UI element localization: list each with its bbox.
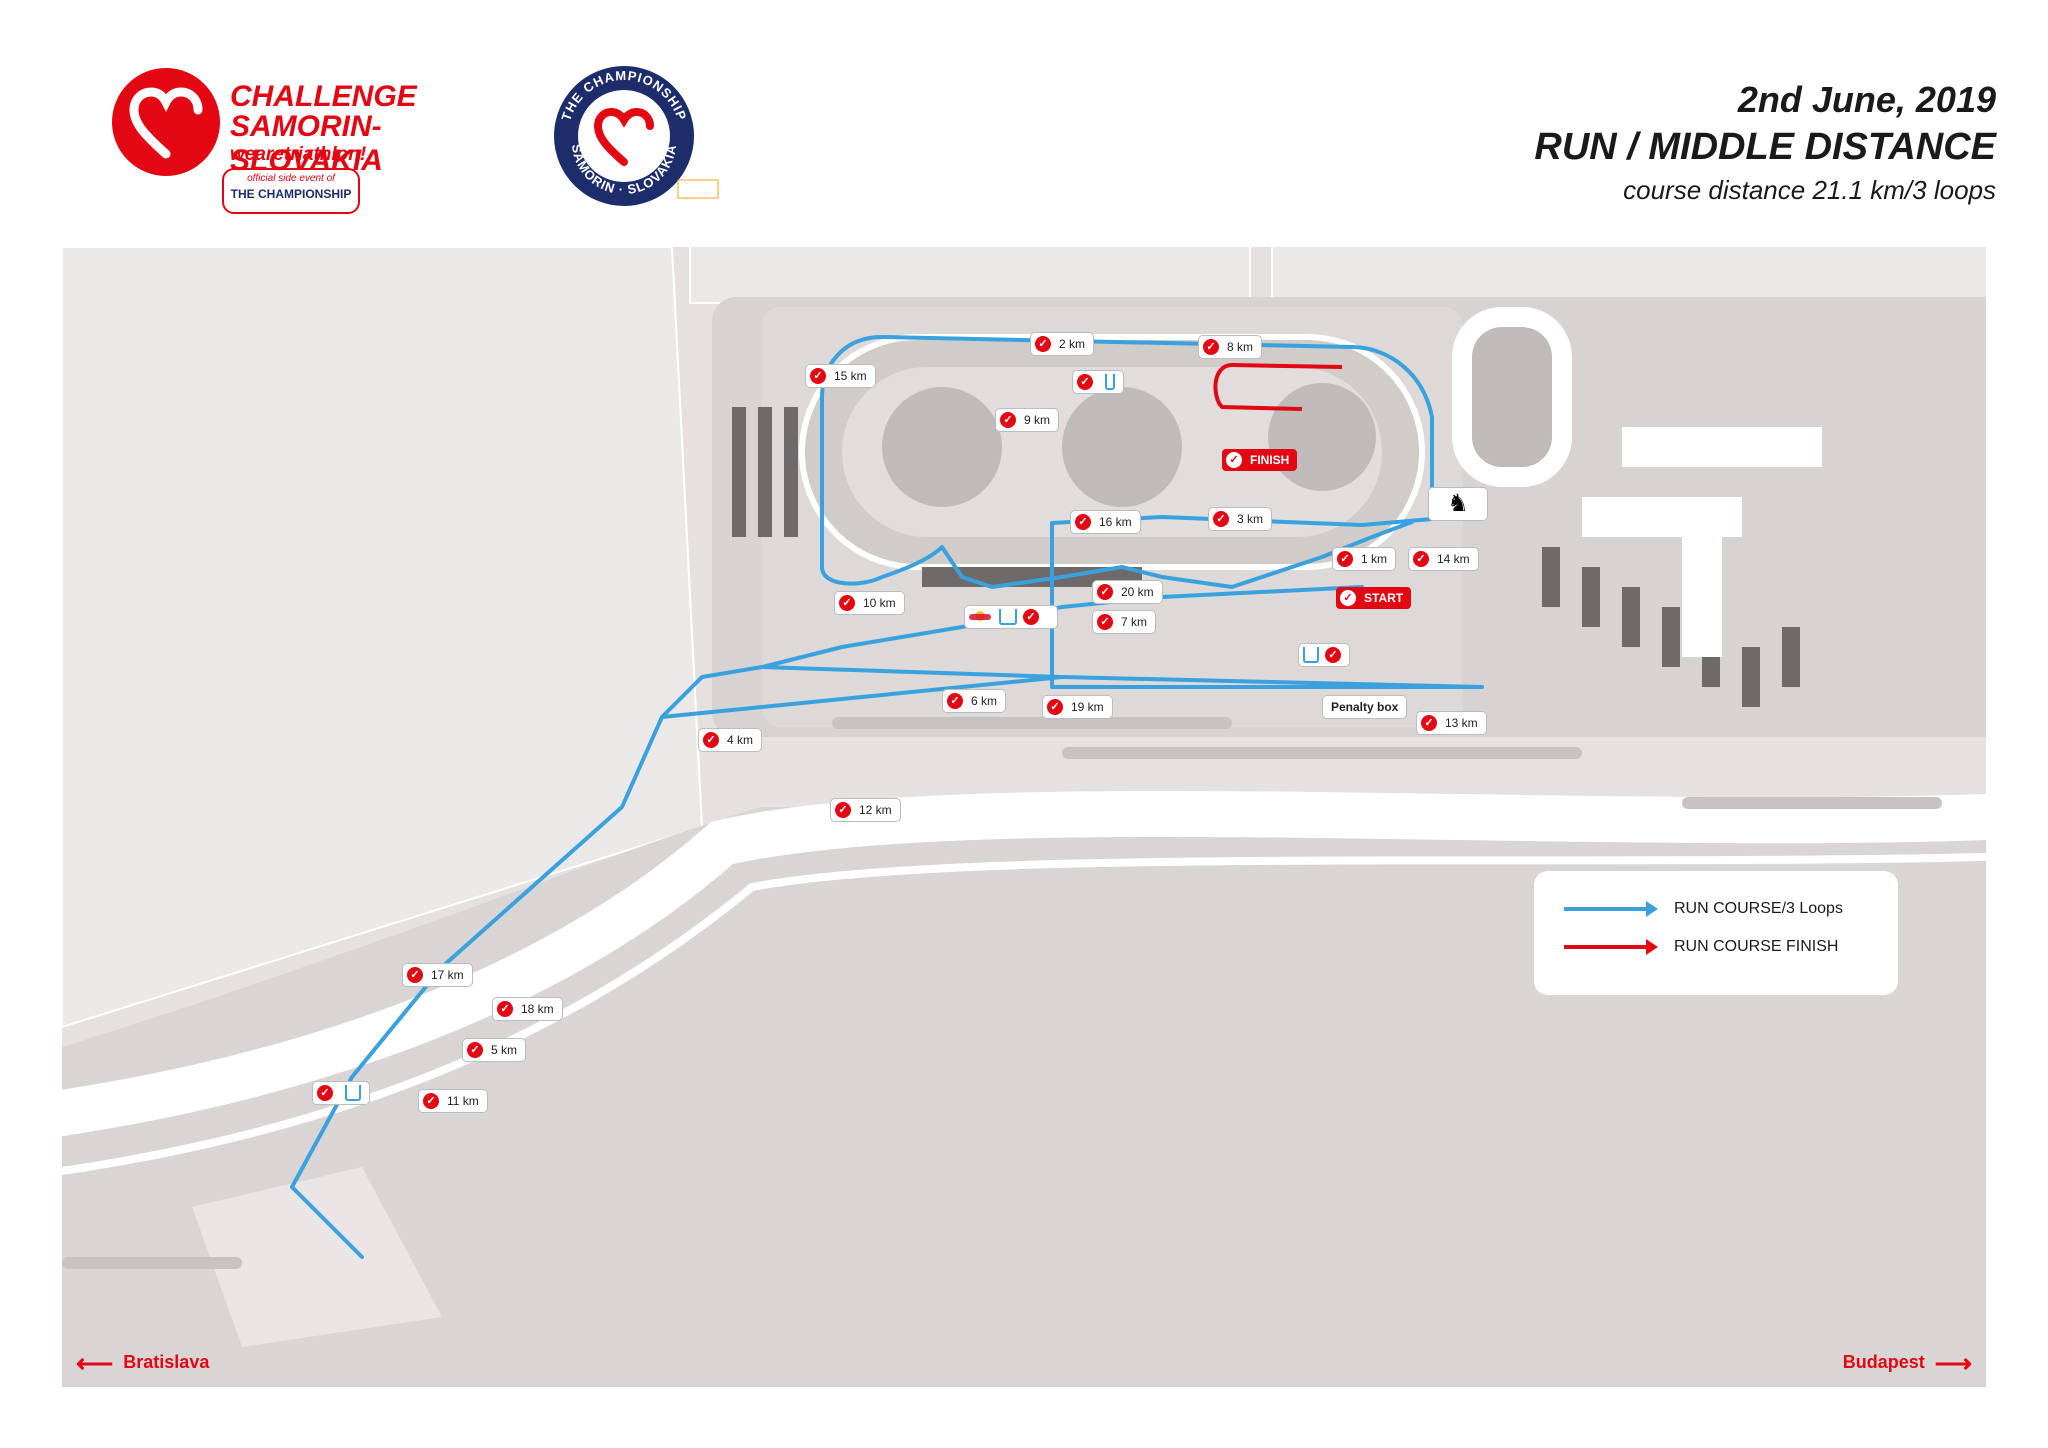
km-marker-18[interactable]: ✓18 km	[492, 997, 563, 1021]
challenge-logo: CHALLENGE SAMORIN-SLOVAKIA wearetriathlo…	[110, 60, 490, 214]
checkpoint-icon: ✓	[1097, 614, 1113, 630]
direction-budapest: Budapest ⟶	[1842, 1347, 1972, 1378]
championship-seal: THE CHAMPIONSHIP SAMORIN · SLOVAKIA	[546, 58, 726, 208]
checkpoint-icon: ✓	[1213, 511, 1229, 527]
checkpoint-icon: ✓	[1023, 609, 1039, 625]
map-legend: RUN COURSE/3 Loops RUN COURSE FINISH	[1534, 871, 1898, 995]
checkpoint-icon: ✓	[407, 967, 423, 983]
direction-bratislava: ⟵ Bratislava	[76, 1347, 210, 1378]
km-marker-15[interactable]: ✓15 km	[805, 364, 876, 388]
arrow-left-icon: ⟵	[76, 1347, 114, 1378]
checkpoint-icon: ✓	[810, 368, 826, 384]
challenge-tagline: wearetriathlon!	[230, 144, 367, 165]
checkpoint-icon: ✓	[317, 1085, 333, 1101]
km-marker-6[interactable]: ✓6 km	[942, 689, 1007, 713]
km-marker-4[interactable]: ✓4 km	[698, 728, 763, 752]
water-cup-icon	[1105, 374, 1115, 390]
challenge-subtitle: SAMORIN-SLOVAKIA	[230, 110, 383, 177]
checkpoint-icon: ✓	[1421, 715, 1437, 731]
checkpoint-icon: ✓	[497, 1001, 513, 1017]
checkpoint-icon: ✓	[1226, 452, 1242, 468]
badge-bottom-text: THE CHAMPIONSHIP	[230, 187, 352, 201]
checkpoint-icon: ✓	[1340, 590, 1356, 606]
km-marker-3[interactable]: ✓3 km	[1208, 507, 1273, 531]
water-cup-icon	[1303, 647, 1319, 663]
redbull-icon	[969, 610, 991, 624]
finish-course-line	[1213, 362, 1343, 411]
checkpoint-icon: ✓	[835, 802, 851, 818]
seal-heart-icon	[593, 107, 654, 166]
km-marker-20[interactable]: ✓20 km	[1092, 580, 1163, 604]
km-marker-5[interactable]: ✓5 km	[462, 1038, 527, 1062]
course-map[interactable]: ✓2 km ✓8 km ✓15 km ✓9 km ✓ ✓16 km ✓3 km …	[62, 247, 1986, 1387]
water-station[interactable]: ✓	[1072, 370, 1124, 394]
km-marker-19[interactable]: ✓19 km	[1042, 695, 1113, 719]
side-event-badge: official side event of THE CHAMPIONSHIP	[222, 168, 360, 214]
water-cup-icon	[345, 1085, 361, 1101]
km-marker-14[interactable]: ✓14 km	[1408, 547, 1479, 571]
km-marker-13[interactable]: ✓13 km	[1416, 711, 1487, 735]
checkpoint-icon: ✓	[703, 732, 719, 748]
redbull-water-station[interactable]: ✓	[964, 605, 1058, 629]
km-marker-9[interactable]: ✓9 km	[995, 408, 1060, 432]
km-marker-10[interactable]: ✓10 km	[834, 591, 905, 615]
water-station-penalty[interactable]: ✓	[1298, 643, 1350, 667]
page-title: RUN / MIDDLE DISTANCE	[1534, 126, 1996, 168]
finish-tag[interactable]: ✓FINISH	[1222, 449, 1298, 471]
checkpoint-icon: ✓	[1325, 647, 1341, 663]
arrow-right-icon: ⟶	[1934, 1347, 1972, 1378]
checkpoint-icon: ✓	[423, 1093, 439, 1109]
checkpoint-icon: ✓	[1203, 339, 1219, 355]
checkpoint-icon: ✓	[947, 693, 963, 709]
legend-run-course: RUN COURSE/3 Loops	[1564, 897, 1843, 921]
badge-top-text: official side event of	[247, 173, 335, 184]
page-header: 2nd June, 2019 RUN / MIDDLE DISTANCE cou…	[1534, 78, 1996, 208]
water-station-south[interactable]: ✓	[312, 1081, 370, 1105]
checkpoint-icon: ✓	[839, 595, 855, 611]
km-marker-11[interactable]: ✓11 km	[418, 1089, 488, 1113]
checkpoint-icon: ✓	[1000, 412, 1016, 428]
km-marker-2[interactable]: ✓2 km	[1030, 332, 1095, 356]
km-marker-17[interactable]: ✓17 km	[402, 963, 473, 987]
challenge-name: CHALLENGE	[230, 80, 417, 113]
checkpoint-icon: ✓	[1075, 514, 1091, 530]
horse-icon: ♞	[1428, 487, 1488, 521]
penalty-box-label[interactable]: Penalty box	[1322, 695, 1408, 719]
checkpoint-icon: ✓	[467, 1042, 483, 1058]
start-tag[interactable]: ✓START	[1336, 587, 1412, 609]
km-marker-12[interactable]: ✓12 km	[830, 798, 901, 822]
course-distance: course distance 21.1 km/3 loops	[1623, 175, 1996, 205]
checkpoint-icon: ✓	[1047, 699, 1063, 715]
checkpoint-icon: ✓	[1337, 551, 1353, 567]
blue-arrow-icon	[1564, 901, 1658, 917]
red-arrow-icon	[1564, 939, 1658, 955]
water-cup-icon	[999, 609, 1017, 625]
challenge-heart-icon	[112, 68, 220, 176]
km-marker-1[interactable]: ✓1 km	[1332, 547, 1397, 571]
km-marker-16[interactable]: ✓16 km	[1070, 510, 1141, 534]
km-marker-8[interactable]: ✓8 km	[1198, 335, 1263, 359]
checkpoint-icon: ✓	[1035, 336, 1051, 352]
sponsor-logo	[677, 179, 719, 199]
checkpoint-icon: ✓	[1413, 551, 1429, 567]
checkpoint-icon: ✓	[1097, 584, 1113, 600]
checkpoint-icon: ✓	[1077, 374, 1093, 390]
km-marker-7[interactable]: ✓7 km	[1092, 610, 1157, 634]
legend-run-finish: RUN COURSE FINISH	[1564, 935, 1838, 959]
event-date: 2nd June, 2019	[1737, 79, 1996, 120]
